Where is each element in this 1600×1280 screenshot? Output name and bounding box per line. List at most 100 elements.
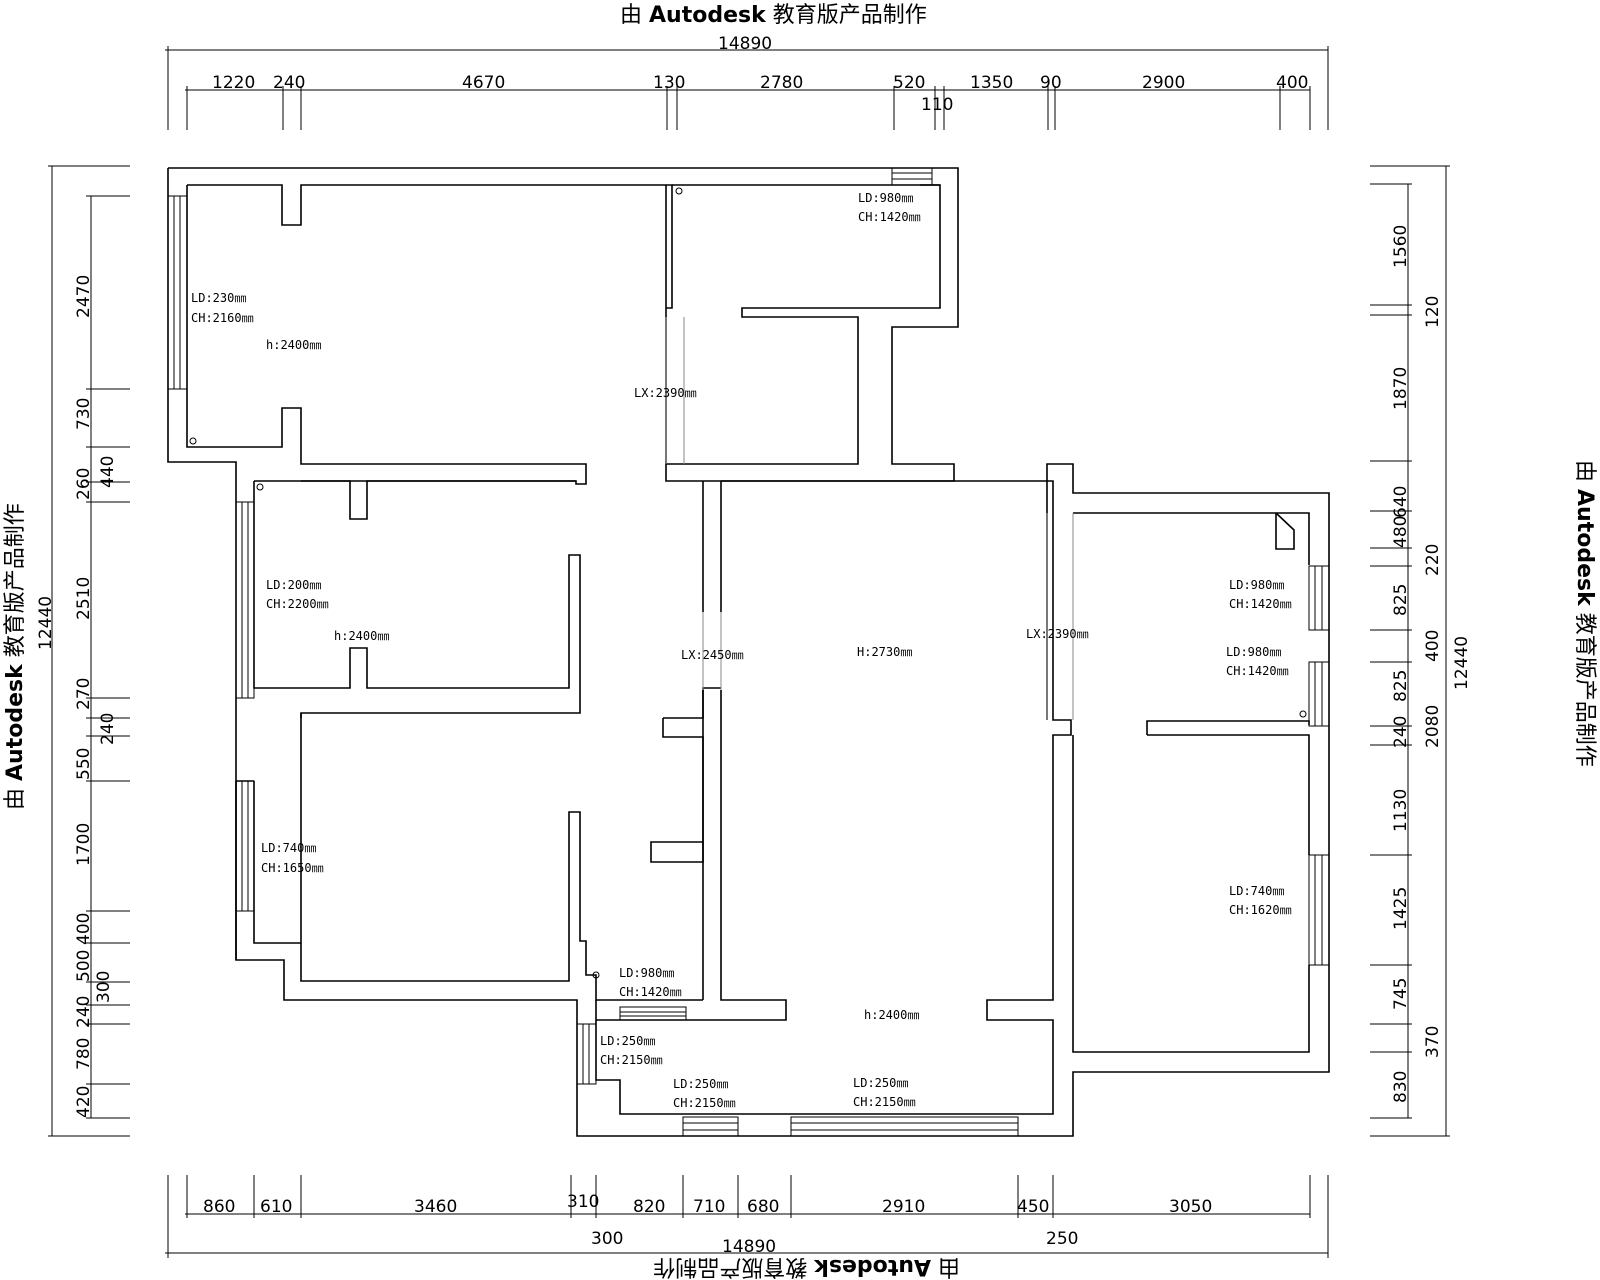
left-dim: 240 <box>74 996 94 1028</box>
right-dim: 640 <box>1391 486 1411 518</box>
annotation-label: LD:250㎜ <box>673 1077 728 1091</box>
right-dim: 1870 <box>1391 367 1411 410</box>
bottom-dim: 310 <box>567 1192 599 1212</box>
annotation-label: LD:980㎜ <box>1229 578 1284 592</box>
left-dim: 780 <box>74 1038 94 1070</box>
annotation-label: CH:1420㎜ <box>1229 597 1292 611</box>
top-dim: 130 <box>653 73 685 93</box>
bottom-dim: 610 <box>260 1197 292 1217</box>
left-dimensions: 12440 2470 730 440 260 2510 270 240 550 … <box>36 275 118 1118</box>
annotation-label: LD:980㎜ <box>858 191 913 205</box>
right-total-dim: 12440 <box>1452 636 1472 690</box>
bottom-dim: 860 <box>203 1197 235 1217</box>
annotation-label: h:2400㎜ <box>266 338 321 352</box>
annotation-label: LD:740㎜ <box>261 841 316 855</box>
annotation-label: LD:230㎜ <box>191 291 246 305</box>
annotation-label: LD:200㎜ <box>266 578 321 592</box>
left-dim: 2510 <box>74 577 94 620</box>
right-dim: 2080 <box>1423 705 1443 748</box>
left-dim: 260 <box>74 468 94 500</box>
right-dim: 240 <box>1391 716 1411 748</box>
right-dim: 830 <box>1391 1071 1411 1103</box>
annotation-label: CH:2150㎜ <box>673 1096 736 1110</box>
svg-text:由 Autodesk 教育版产品制作: 由 Autodesk 教育版产品制作 <box>653 1254 960 1279</box>
svg-text:由 Autodesk 教育版产品制作: 由 Autodesk 教育版产品制作 <box>620 3 927 28</box>
annotation-label: CH:1620㎜ <box>1229 903 1292 917</box>
top-dim: 2900 <box>1142 73 1185 93</box>
top-dim: 4670 <box>462 73 505 93</box>
bottom-extra-dim: 300 <box>591 1229 623 1249</box>
windows <box>167 167 1330 1137</box>
right-dim: 1425 <box>1391 887 1411 930</box>
left-total-dim: 12440 <box>36 596 56 650</box>
top-dim: 1220 <box>212 73 255 93</box>
bottom-dim: 2910 <box>882 1197 925 1217</box>
annotation-label: LX:2390㎜ <box>634 386 697 400</box>
annotation-label: h:2400㎜ <box>334 629 389 643</box>
annotation-label: H:2730㎜ <box>857 645 912 659</box>
left-dim: 500 <box>74 950 94 982</box>
annotation-label: CH:2150㎜ <box>600 1053 663 1067</box>
bottom-dim: 3460 <box>414 1197 457 1217</box>
left-dim: 400 <box>74 913 94 945</box>
left-dim: 730 <box>74 398 94 430</box>
right-dim: 120 <box>1423 296 1443 328</box>
watermark-right: 由 Autodesk 教育版产品制作 <box>1572 460 1597 767</box>
bottom-dim: 710 <box>693 1197 725 1217</box>
top-dim: 400 <box>1276 73 1308 93</box>
dimension-lines <box>48 46 1450 1258</box>
right-dim: 825 <box>1391 584 1411 616</box>
annotation-label: CH:2150㎜ <box>853 1095 916 1109</box>
walls <box>167 167 1330 1137</box>
annotation-label: LX:2390㎜ <box>1026 627 1089 641</box>
left-dim: 440 <box>98 456 118 488</box>
watermark-bottom: 由 Autodesk 教育版产品制作 <box>653 1254 960 1279</box>
top-dim: 1350 <box>970 73 1013 93</box>
room-annotations: LD:230㎜ CH:2160㎜ h:2400㎜ LD:980㎜ CH:1420… <box>191 191 1292 1110</box>
top-total-dim: 14890 <box>718 34 772 54</box>
annotation-label: CH:2200㎜ <box>266 597 329 611</box>
left-dim: 270 <box>74 678 94 710</box>
top-dimensions: 14890 1220 240 4670 130 2780 520 110 135… <box>212 34 1308 115</box>
bottom-dimensions: 860 610 3460 310 820 710 680 2910 450 30… <box>203 1192 1212 1257</box>
annotation-label: LD:980㎜ <box>619 966 674 980</box>
top-dim: 110 <box>921 95 953 115</box>
bottom-dim: 820 <box>633 1197 665 1217</box>
annotation-label: LX:2450㎜ <box>681 648 744 662</box>
bottom-dim: 680 <box>747 1197 779 1217</box>
left-dim: 550 <box>74 748 94 780</box>
bottom-dim: 450 <box>1017 1197 1049 1217</box>
left-dim: 420 <box>74 1086 94 1118</box>
annotation-label: CH:1420㎜ <box>619 985 682 999</box>
annotation-label: h:2400㎜ <box>864 1008 919 1022</box>
annotation-label: LD:250㎜ <box>600 1034 655 1048</box>
annotation-label: CH:1650㎜ <box>261 861 324 875</box>
annotation-label: CH:2160㎜ <box>191 311 254 325</box>
left-dim: 300 <box>94 971 114 1003</box>
right-dim: 1560 <box>1391 225 1411 268</box>
svg-text:由 Autodesk 教育版产品制作: 由 Autodesk 教育版产品制作 <box>1572 460 1597 767</box>
right-dim: 745 <box>1391 978 1411 1010</box>
bottom-total-dim: 14890 <box>722 1237 776 1257</box>
watermark-left: 由 Autodesk 教育版产品制作 <box>3 503 28 810</box>
right-dim: 825 <box>1391 670 1411 702</box>
annotation-label: LD:740㎜ <box>1229 884 1284 898</box>
watermark-top: 由 Autodesk 教育版产品制作 <box>620 3 927 28</box>
right-dim: 1130 <box>1391 789 1411 832</box>
right-dim: 400 <box>1423 630 1443 662</box>
left-dim: 2470 <box>74 275 94 318</box>
bottom-extra-dim: 250 <box>1046 1229 1078 1249</box>
svg-text:由 Autodesk 教育版产品制作: 由 Autodesk 教育版产品制作 <box>3 503 28 810</box>
annotation-label: LD:980㎜ <box>1226 645 1281 659</box>
annotation-label: LD:250㎜ <box>853 1076 908 1090</box>
left-dim: 1700 <box>74 823 94 866</box>
top-dim: 90 <box>1040 73 1062 93</box>
annotation-label: CH:1420㎜ <box>858 210 921 224</box>
top-dim: 520 <box>893 73 925 93</box>
right-dimensions: 12440 1560 120 1870 640 480 220 825 400 … <box>1391 225 1472 1103</box>
right-dim: 370 <box>1423 1026 1443 1058</box>
top-dim: 240 <box>273 73 305 93</box>
right-dim: 220 <box>1423 544 1443 576</box>
left-dim: 240 <box>98 713 118 745</box>
